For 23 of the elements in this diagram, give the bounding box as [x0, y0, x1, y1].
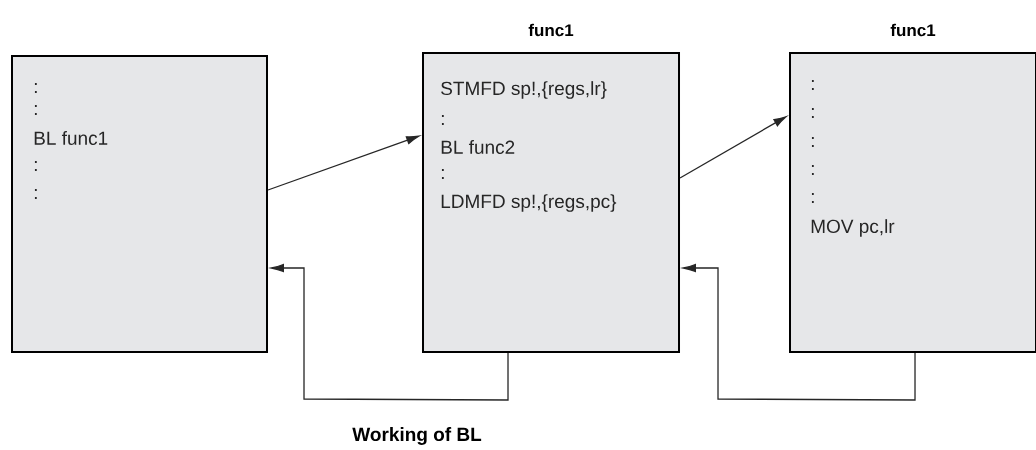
code-line: STMFD sp!,{regs,lr} — [441, 81, 607, 99]
code-line: : — [34, 105, 37, 115]
arrow — [267, 135, 420, 191]
heading: func1 — [890, 23, 936, 37]
code-line: : — [34, 161, 37, 171]
arrow — [679, 116, 787, 179]
code-line: : — [811, 165, 814, 175]
code-line: BL func1 — [34, 131, 108, 145]
caption: Working of BL — [352, 427, 482, 445]
code-line: BL func2 — [441, 140, 515, 154]
code-line: : — [811, 137, 814, 147]
code-line: : — [811, 193, 814, 203]
arrow — [270, 263, 509, 401]
code-line: : — [441, 169, 444, 179]
code-line: : — [441, 115, 444, 125]
arrow — [682, 263, 916, 401]
code-line: : — [34, 83, 37, 93]
heading: func1 — [528, 23, 574, 37]
code-line: : — [811, 108, 814, 118]
code-line: : — [811, 80, 814, 90]
code-line: MOV pc,lr — [811, 219, 895, 237]
code-line: : — [34, 189, 37, 199]
code-line: LDMFD sp!,{regs,pc} — [441, 194, 617, 212]
